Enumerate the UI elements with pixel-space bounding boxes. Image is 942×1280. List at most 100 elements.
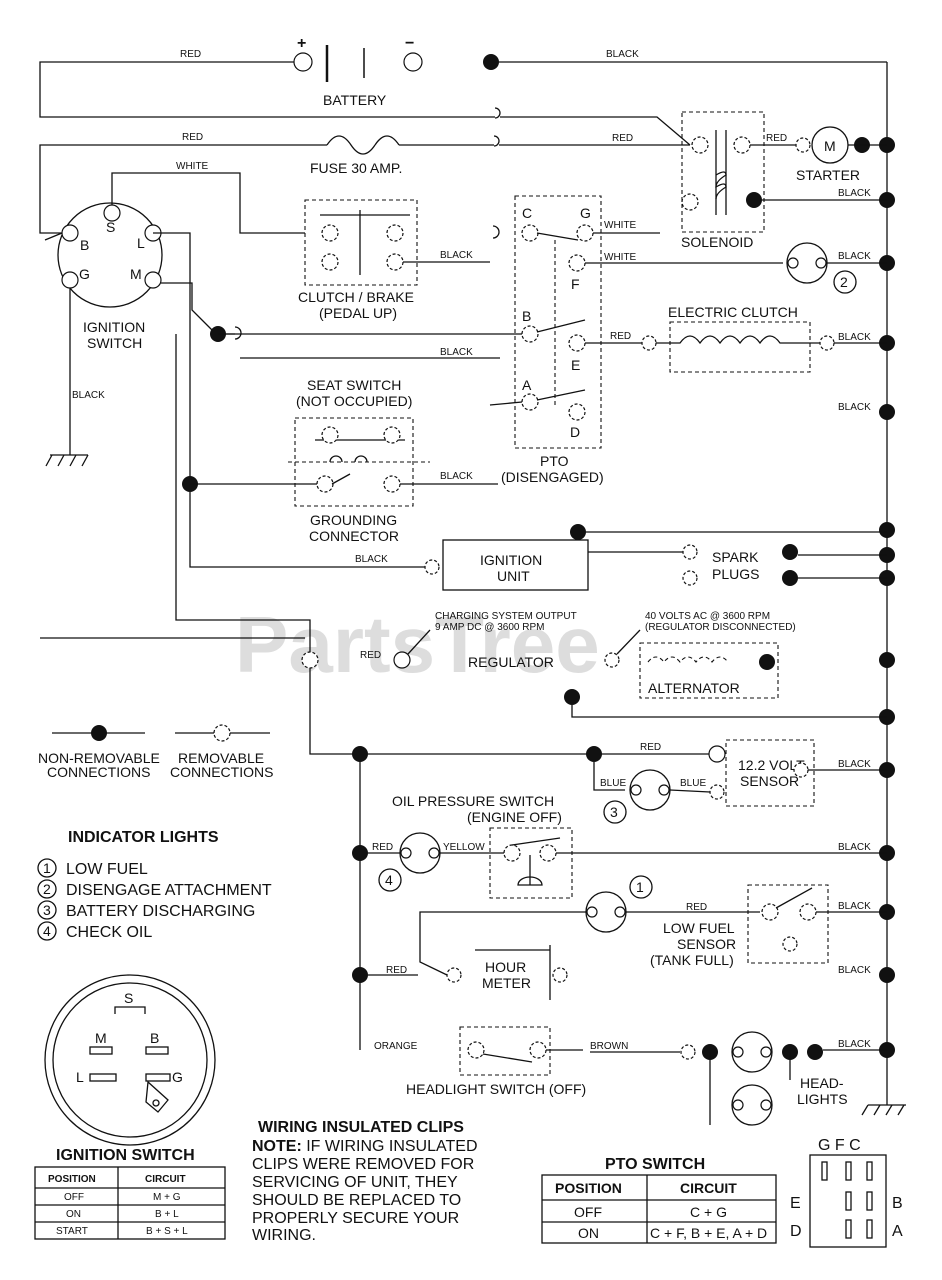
- battery-minus-label: −: [405, 35, 414, 52]
- seat-switch-label-1: SEAT SWITCH: [307, 377, 401, 393]
- wire-label-brown: BROWN: [590, 1041, 628, 1052]
- wire-label-black-ground: BLACK: [72, 390, 105, 401]
- legend-nonremovable-2: CONNECTIONS: [47, 764, 150, 780]
- pto-terminal-top-labels: G F C: [818, 1137, 861, 1154]
- wire-label-red-fuse: RED: [182, 132, 203, 143]
- fuse-line: [39, 135, 690, 234]
- pto-label-2: (DISENGAGED): [501, 469, 604, 485]
- battery: + − BATTERY: [293, 35, 499, 108]
- clips-title: WIRING INSULATED CLIPS: [258, 1119, 464, 1136]
- wire-label-red-starter: RED: [766, 133, 787, 144]
- alternator: ALTERNATOR: [639, 642, 779, 699]
- headlight-switch-label: HEADLIGHT SWITCH (OFF): [406, 1081, 586, 1097]
- wire-label-white-ign: WHITE: [176, 161, 209, 172]
- clips-note-line3: SERVICING OF UNIT, THEY: [252, 1174, 458, 1191]
- clutch-brake-label-1: CLUTCH / BRAKE: [298, 289, 414, 305]
- electric-clutch-label: ELECTRIC CLUTCH: [668, 304, 798, 320]
- wire-label-yellow-oil: YELLOW: [443, 842, 485, 853]
- wire-label-red-oil: RED: [372, 842, 393, 853]
- wire-label-blue1: BLUE: [600, 778, 626, 789]
- wire-label-black-r9: BLACK: [838, 1039, 871, 1050]
- ign-term-s: S: [106, 219, 115, 235]
- solenoid: SOLENOID: [681, 111, 765, 250]
- legend-removable-2: CONNECTIONS: [170, 764, 273, 780]
- indicator-lamp-1: 1: [585, 875, 653, 933]
- ign-table-cell: ON: [66, 1209, 81, 1220]
- indicator-item-num: 4: [43, 923, 51, 939]
- ign-table-cell: M + G: [153, 1192, 181, 1203]
- clips-note-line6: WIRING.: [252, 1227, 316, 1244]
- oil-switch-label-1: OIL PRESSURE SWITCH: [392, 793, 554, 809]
- ign-table-header-circuit: CIRCUIT: [145, 1174, 186, 1185]
- ignition-unit: IGNITION UNIT: [442, 524, 589, 591]
- ignition-unit-label-2: UNIT: [497, 568, 530, 584]
- ign-table-cell: B + L: [155, 1209, 179, 1220]
- spark-plugs-label-1: SPARK: [712, 549, 759, 565]
- svg-text:NOTE: IF WIRING INSULATED: NOTE: IF WIRING INSULATED: [252, 1138, 478, 1155]
- pto-term-f: F: [571, 276, 580, 292]
- charging-label-1: CHARGING SYSTEM OUTPUT: [435, 611, 577, 622]
- pto-table-header-position: POSITION: [555, 1180, 622, 1196]
- clutch-brake-label-2: (PEDAL UP): [319, 305, 397, 321]
- ign-term-g: G: [79, 266, 90, 282]
- pto-switch-table: POSITION CIRCUIT OFF C + G ON C + F, B +…: [541, 1174, 777, 1244]
- grounding-label-2: CONNECTOR: [309, 528, 399, 544]
- ac-label-1: 40 VOLTS AC @ 3600 RPM: [645, 611, 770, 622]
- wire-label-red-sensor: RED: [640, 742, 661, 753]
- wire-label-red-top: RED: [180, 49, 201, 60]
- legend-removable-1: REMOVABLE: [178, 750, 264, 766]
- wire-label-red-solenoid: RED: [612, 133, 633, 144]
- indicator-lamp-2: 2: [786, 242, 857, 294]
- wire-label-black-pto: BLACK: [440, 347, 473, 358]
- indicator-lamp-4: 4: [378, 832, 441, 892]
- regulator-label: REGULATOR: [468, 654, 554, 670]
- ground-bus-nodes: [854, 137, 895, 1058]
- charging-label-2: 9 AMP DC @ 3600 RPM: [435, 622, 544, 633]
- indicator-item-label: BATTERY DISCHARGING: [66, 903, 255, 920]
- pto-term-e: E: [571, 357, 580, 373]
- detail-b: B: [150, 1030, 159, 1046]
- wire-label-black-r4: BLACK: [838, 402, 871, 413]
- indicator-3-number: 3: [610, 804, 618, 820]
- headlights-label-1: HEAD-: [800, 1075, 844, 1091]
- ground-symbol-left: [45, 454, 89, 467]
- wire-label-red-fuel: RED: [686, 902, 707, 913]
- indicator-item-num: 1: [43, 860, 51, 876]
- indicator-item: 2 DISENGAGE ATTACHMENT: [37, 879, 272, 899]
- detail-l: L: [76, 1069, 84, 1085]
- pto-table-cell: C + G: [690, 1204, 727, 1220]
- ign-table-cell: START: [56, 1226, 88, 1237]
- battery-plus-label: +: [297, 35, 306, 52]
- pto-terminal-e: E: [790, 1195, 801, 1212]
- connection-legend: NON-REMOVABLE CONNECTIONS REMOVABLE CONN…: [38, 724, 273, 780]
- wire-label-black-top: BLACK: [606, 49, 639, 60]
- ground-bus: [861, 62, 906, 1116]
- hour-meter-label-1: HOUR: [485, 959, 526, 975]
- pto-switch-title: PTO SWITCH: [605, 1156, 705, 1173]
- low-fuel-label-1: LOW FUEL: [663, 920, 735, 936]
- pto-terminal-b: B: [892, 1195, 903, 1212]
- low-fuel-sensor: LOW FUEL SENSOR (TANK FULL): [650, 884, 829, 968]
- wire-label-white-f: WHITE: [604, 252, 637, 263]
- wire-label-black-r8: BLACK: [838, 965, 871, 976]
- indicator-item: 3 BATTERY DISCHARGING: [37, 900, 255, 920]
- wire-label-black-r2: BLACK: [838, 251, 871, 262]
- wire-label-red-hour: RED: [386, 965, 407, 976]
- ign-table-cell: OFF: [64, 1192, 84, 1203]
- wire-label-blue2: BLUE: [680, 778, 706, 789]
- electric-clutch: ELECTRIC CLUTCH: [641, 304, 835, 373]
- pto-label-1: PTO: [540, 453, 569, 469]
- wire-label-red-clutch: RED: [610, 331, 631, 342]
- seat-switch-label-2: (NOT OCCUPIED): [296, 393, 412, 409]
- clips-note-label: NOTE:: [252, 1138, 302, 1155]
- wire-label-red-reg: RED: [360, 650, 381, 661]
- clips-note-line4: SHOULD BE REPLACED TO: [252, 1192, 461, 1209]
- pto-table-cell: OFF: [574, 1204, 602, 1220]
- ign-term-l: L: [137, 235, 145, 251]
- indicator-lights-legend: INDICATOR LIGHTS 1 LOW FUEL 2 DISENGAGE …: [37, 829, 272, 941]
- wire-label-black-seat: BLACK: [440, 471, 473, 482]
- wire-label-black-r5: BLACK: [838, 759, 871, 770]
- ignition-switch-label-1: IGNITION: [83, 319, 145, 335]
- wire-label-black-clutch: BLACK: [440, 250, 473, 261]
- headlights: HEAD- LIGHTS: [731, 1031, 848, 1126]
